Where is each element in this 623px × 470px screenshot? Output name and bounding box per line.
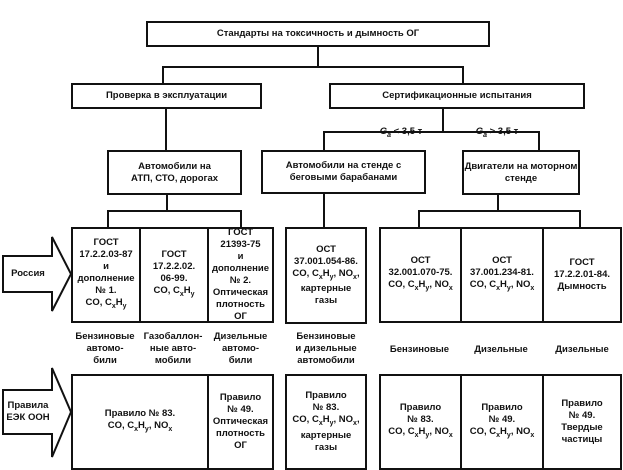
standard-title: ГОСТ 17.2.2.01-84. Дымность [554, 257, 610, 292]
rule-title: Правило № 83. [104, 408, 176, 420]
pollutants: CO, CxHy, NOx [107, 420, 173, 433]
standard-note: картерные газы [300, 283, 352, 307]
mass-subscript: a [483, 131, 487, 139]
chassis-stand-box: Автомобили на стенде с беговыми барабана… [261, 150, 426, 194]
russia-label: Россия [11, 268, 45, 279]
russia-group-chassis: ОСТ 37.001.054-86. CO, CxHy, NOx, картер… [285, 227, 367, 324]
mass-symbol: G [475, 126, 484, 137]
standard-cell: ГОСТ 17.2.2.03-87 и дополнение № 1. CO, … [73, 229, 139, 321]
ece-group-engine: Правило № 83. CO, CxHy, NOx Правило № 49… [379, 374, 622, 470]
certification-label: Сертификационные испытания [382, 90, 532, 101]
connector [240, 210, 242, 228]
russia-arrow [2, 236, 73, 312]
operation-check-label: Проверка в эксплуатации [105, 90, 228, 101]
rule-title: Правило № 83. [305, 390, 347, 414]
root-title: Стандарты на токсичность и дымность ОГ [216, 28, 420, 39]
standard-cell: ОСТ 32.001.070-75. CO, CxHy, NOx [381, 229, 460, 321]
connector [442, 108, 444, 132]
rule-title: Правило № 49. [481, 402, 523, 426]
divider [139, 229, 141, 321]
vehicle-type-label: Дизельные [474, 344, 528, 355]
connector [165, 108, 167, 151]
standard-cell: ГОСТ 17.2.2.02. 06-99. CO, CxHy [141, 229, 207, 321]
rule-cell: Правило № 49. Твердые частицы [544, 376, 620, 468]
connector [538, 131, 540, 151]
pollutants: CO, CxHy, NOx [388, 426, 453, 439]
connector [462, 66, 464, 84]
divider [207, 229, 209, 321]
connector [323, 193, 325, 228]
pollutants: CO, CxHy, NOx [469, 279, 535, 292]
standard-cell: ОСТ 37.001.234-81. CO, CxHy, NOx [462, 229, 542, 321]
russia-group-operation: ГОСТ 17.2.2.03-87 и дополнение № 1. CO, … [71, 227, 274, 323]
mass-condition-light: Ga < 3,5 т [366, 114, 436, 142]
certification-box: Сертификационные испытания [329, 83, 585, 109]
vehicle-type-label: Бензиновые автомо- били [75, 331, 135, 366]
connector [418, 210, 581, 212]
rule-cell: Правило № 83. CO, CxHy, NOx [381, 376, 460, 468]
connector [107, 210, 242, 212]
vehicle-type-label: Бензиновые и дизельные автомобили [295, 331, 357, 366]
engine-stand-label: Двигатели на моторном стенде [464, 160, 578, 184]
connector [162, 66, 164, 84]
ece-arrow [2, 367, 73, 458]
pollutants: CO, CxHy, NOx [469, 426, 535, 439]
rule-cell: Правило № 49. Оптическая плотность ОГ [209, 376, 272, 468]
connector [323, 131, 325, 151]
standard-title: ОСТ 37.001.234-81. [470, 255, 534, 279]
connector [107, 210, 109, 228]
standard-title: ОСТ 37.001.054-86. [294, 243, 358, 267]
chassis-stand-label: Автомобили на стенде с беговыми барабана… [285, 160, 402, 183]
ece-group-operation: Правило № 83. CO, CxHy, NOx Правило № 49… [71, 374, 274, 470]
pollutants: CO, CxHy, NOx, [292, 267, 360, 281]
atp-label: Автомобили на АТП, СТО, дорогах [130, 160, 219, 184]
divider [460, 376, 462, 468]
vehicle-type-label: Бензиновые [389, 344, 450, 355]
connector [317, 46, 319, 67]
standard-cell: ГОСТ 17.2.2.01-84. Дымность [544, 229, 620, 321]
connector [497, 194, 499, 211]
rule-title: Правило № 49. Твердые частицы [561, 398, 603, 445]
ece-group-chassis: Правило № 83. CO, CxHy, NOx, картерные г… [285, 374, 367, 470]
connector [166, 194, 168, 211]
standard-title: ГОСТ 21393-75 и дополнение № 2. Оптическ… [211, 227, 270, 322]
rule-title: Правило № 49. Оптическая плотность ОГ [212, 392, 269, 451]
root-box: Стандарты на токсичность и дымность ОГ [146, 21, 490, 47]
engine-stand-box: Двигатели на моторном стенде [462, 150, 580, 195]
standard-title: ГОСТ 17.2.2.03-87 и дополнение № 1. [77, 237, 135, 297]
mass-symbol: G [379, 126, 388, 137]
connector [323, 131, 540, 133]
divider [542, 229, 544, 321]
mass-threshold: < 3,5 т [390, 126, 423, 137]
divider [460, 229, 462, 321]
russia-group-engine: ОСТ 32.001.070-75. CO, CxHy, NOx ОСТ 37.… [379, 227, 622, 323]
pollutants: CO, CxHy [153, 285, 195, 298]
ece-label: Правила ЕЭК ООН [6, 400, 50, 423]
connector [162, 66, 464, 68]
connector [579, 210, 581, 228]
standard-title: ГОСТ 17.2.2.02. 06-99. [152, 249, 196, 285]
rule-title: Правило № 83. [399, 402, 442, 426]
vehicle-type-label: Дизельные [555, 344, 609, 355]
pollutants: CO, CxHy, NOx [388, 279, 453, 292]
mass-condition-heavy: Ga > 3,5 т [462, 114, 532, 142]
pollutants: CO, CxHy, NOx, [292, 414, 360, 427]
mass-subscript: a [387, 131, 391, 139]
pollutants: CO, CxHy [85, 297, 127, 310]
divider [207, 376, 209, 468]
mass-threshold: > 3,5 т [486, 126, 519, 137]
operation-check-box: Проверка в эксплуатации [71, 83, 262, 109]
rule-cell: Правило № 83. CO, CxHy, NOx [73, 376, 207, 468]
atp-box: Автомобили на АТП, СТО, дорогах [107, 150, 242, 195]
connector [418, 210, 420, 228]
rule-cell: Правило № 49. CO, CxHy, NOx [462, 376, 542, 468]
rule-note: картерные газы [300, 429, 352, 453]
standard-cell: ГОСТ 21393-75 и дополнение № 2. Оптическ… [209, 227, 272, 322]
divider [542, 376, 544, 468]
standard-title: ОСТ 32.001.070-75. [388, 255, 453, 279]
vehicle-type-label: Дизельные автомо- били [213, 331, 268, 366]
vehicle-type-label: Газобаллон- ные авто- мобили [143, 331, 203, 366]
